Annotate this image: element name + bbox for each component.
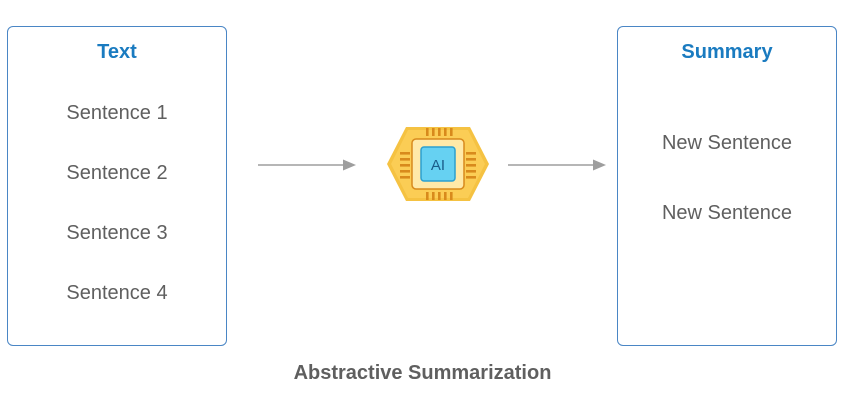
arrow-ai-to-summary — [508, 159, 606, 171]
arrow-text-to-ai — [258, 159, 356, 171]
summary-box: Summary New Sentence New Sentence — [617, 26, 837, 346]
text-sentence-2: Sentence 2 — [66, 162, 168, 184]
text-sentence-1: Sentence 1 — [66, 102, 168, 124]
text-box: Text Sentence 1 Sentence 2 Sentence 3 Se… — [7, 26, 227, 346]
text-box-title: Text — [97, 41, 137, 63]
summary-sentence-1: New Sentence — [661, 132, 793, 154]
ai-chip-icon: AI — [387, 127, 489, 201]
diagram-caption: Abstractive Summarization — [293, 362, 552, 384]
ai-chip-label: AI — [431, 157, 445, 174]
summary-sentence-2: New Sentence — [661, 202, 793, 224]
text-sentence-3: Sentence 3 — [66, 222, 168, 244]
text-sentence-4: Sentence 4 — [66, 282, 168, 304]
summary-box-title: Summary — [681, 41, 773, 63]
